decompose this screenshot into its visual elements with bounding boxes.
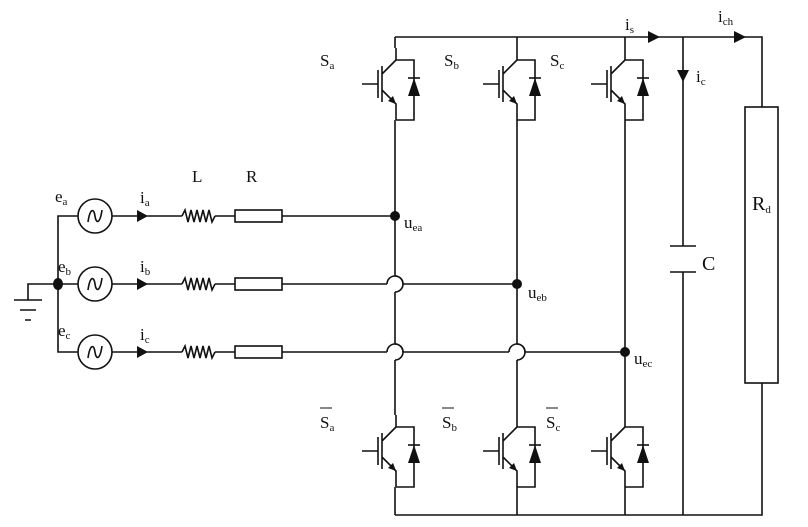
label-c: C [702, 253, 715, 275]
source-ec-icon [77, 334, 113, 370]
label-ueb: ueb [528, 283, 547, 304]
label-ic-cap: ic [696, 67, 706, 88]
capacitor-icon [670, 37, 696, 515]
leg-b [516, 37, 526, 515]
label-eb: eb [58, 257, 72, 278]
label-l: L [192, 167, 202, 186]
label-ib: ib [140, 257, 151, 278]
ib-arrow-icon [137, 278, 148, 290]
inductor-a-icon [181, 209, 216, 223]
label-rd: Rd [752, 193, 771, 216]
ich-arrow-icon [734, 31, 746, 43]
resistor-a-icon [234, 209, 283, 223]
resistor-c-icon [234, 345, 283, 359]
resistor-b-icon [234, 277, 283, 291]
inductor-c-icon [181, 345, 216, 359]
label-ich: ich [718, 7, 734, 28]
label-r: R [246, 167, 258, 186]
switch-sc-icon [590, 47, 650, 121]
switch-sb-bar-icon [482, 414, 542, 488]
label-uec: uec [634, 349, 652, 370]
dc-bus-bottom [395, 383, 763, 516]
is-arrow-icon [648, 31, 660, 43]
source-eb-icon [77, 266, 113, 302]
svg-text:Sa: Sa [320, 413, 334, 434]
switch-sa-bar-icon [361, 414, 421, 488]
node-uea [390, 211, 400, 221]
switch-sc-bar-icon [590, 414, 650, 488]
label-sb: Sb [444, 51, 459, 72]
label-sc: Sc [550, 51, 564, 72]
ic-cap-arrow-icon [677, 70, 689, 82]
label-ia: ia [140, 188, 150, 209]
label-sb-bar: Sb [442, 407, 457, 434]
ia-arrow-icon [137, 210, 148, 222]
ic-arrow-icon [137, 346, 148, 358]
switch-sa-icon [361, 47, 421, 121]
node-uec [620, 347, 630, 357]
label-ea: ea [55, 187, 68, 208]
neutral-node [53, 278, 63, 290]
label-sc-bar: Sc [546, 407, 560, 434]
label-sa: Sa [320, 51, 334, 72]
svg-text:Sc: Sc [546, 413, 560, 434]
inductor-b-icon [181, 277, 216, 291]
label-is: is [625, 15, 634, 36]
label-ec: ec [58, 321, 71, 342]
label-sa-bar: Sa [320, 407, 334, 434]
source-ea-icon [77, 198, 113, 234]
load-resistor-icon [744, 106, 779, 384]
svg-text:Sb: Sb [442, 413, 457, 434]
label-uea: uea [404, 213, 422, 234]
switch-sb-icon [482, 47, 542, 121]
node-ueb [512, 279, 522, 289]
label-ic: ic [140, 325, 150, 346]
